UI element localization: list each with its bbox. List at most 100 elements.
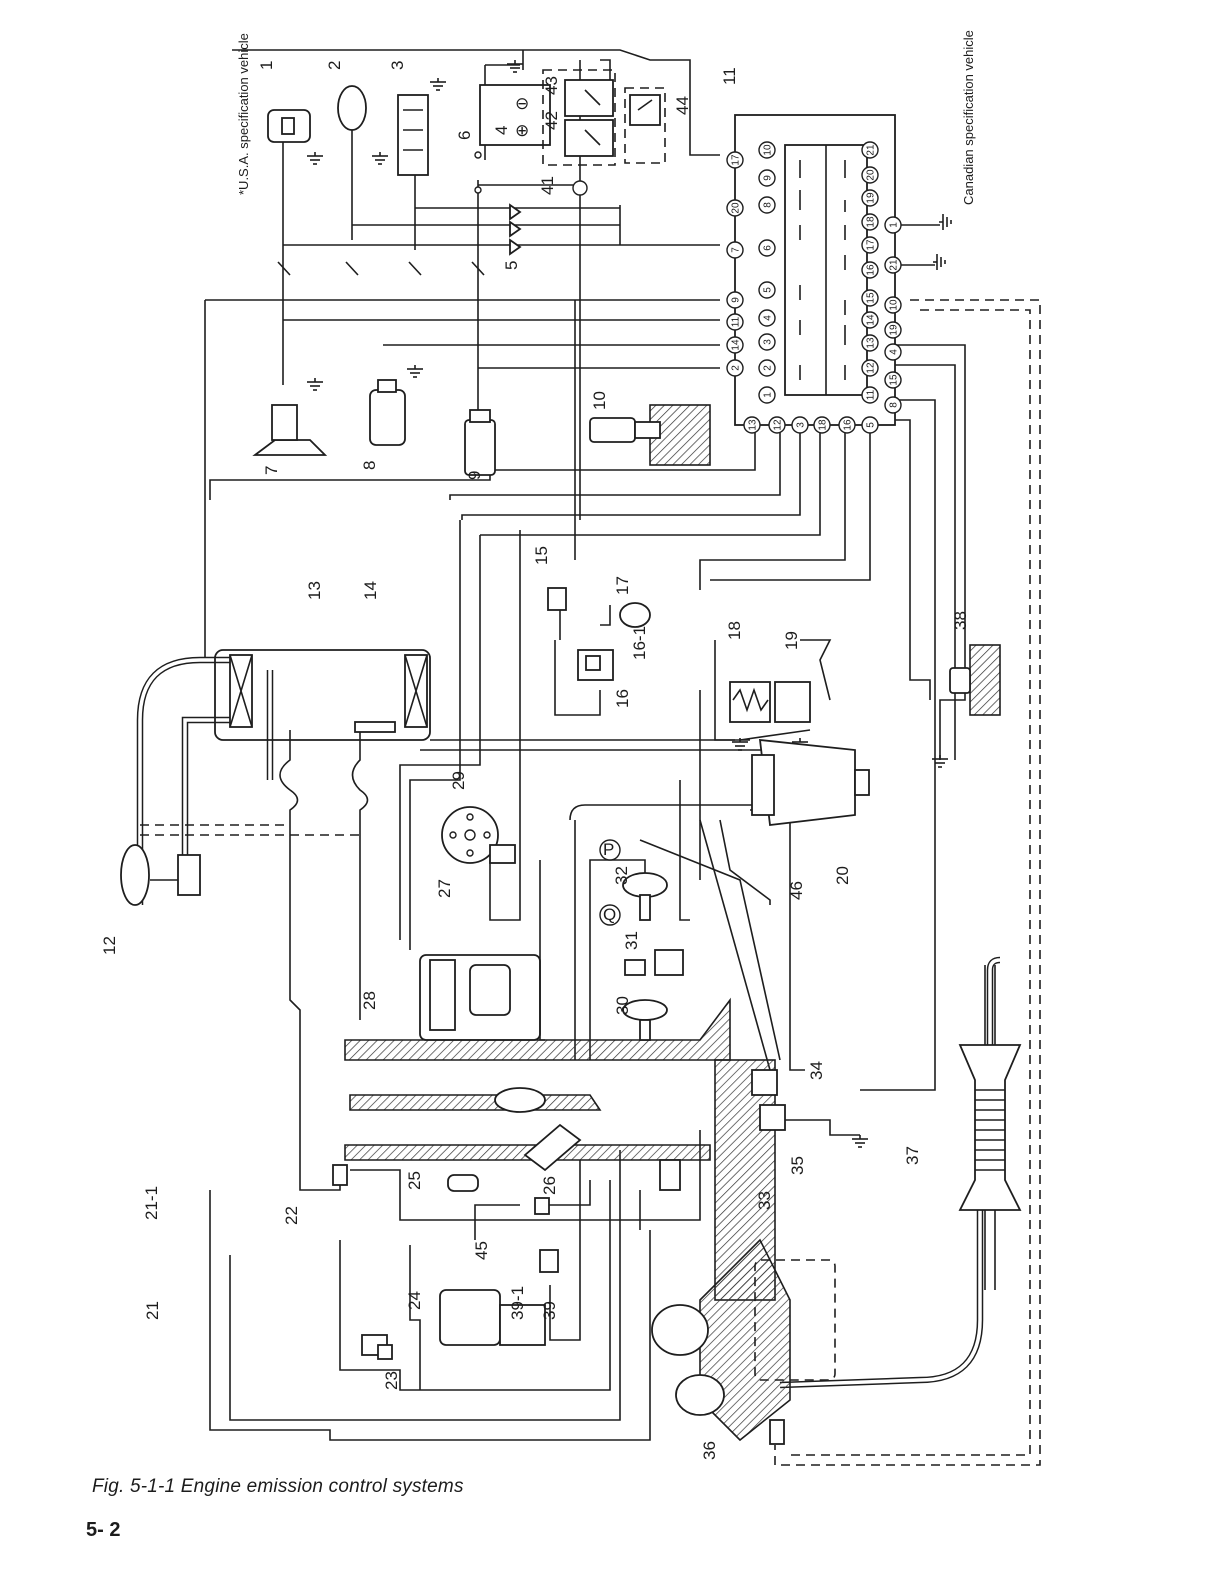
pin-ring [813, 416, 831, 434]
callout-label: 12 [100, 936, 119, 955]
callout-1: 1 [257, 61, 276, 70]
pin-ring [861, 189, 879, 207]
pin-label: 17 [731, 154, 742, 166]
pin-ring [861, 166, 879, 184]
callout-8: 8 [360, 461, 379, 470]
callout-label: 39 [540, 1301, 559, 1320]
pin-label: 19 [889, 324, 900, 336]
pin-ring [726, 241, 744, 259]
callout-label: 32 [612, 866, 631, 885]
pin-label: 21 [889, 259, 900, 271]
callout-22: 22 [282, 1206, 301, 1225]
callout-label: 5 [502, 261, 521, 270]
connector-pin-20: 20 [726, 199, 744, 217]
pressure-port-symbol: P [603, 840, 614, 859]
connector-pin-18: 18 [861, 213, 879, 231]
callout-36: 36 [700, 1441, 719, 1460]
connector-pin-13: 13 [743, 416, 761, 434]
connector-pin-1: 1 [884, 216, 902, 234]
sensor-group-top [252, 60, 711, 476]
callout-label: 26 [540, 1176, 559, 1195]
connector-pin-8: 8 [758, 196, 776, 214]
callout-label: 37 [903, 1146, 922, 1165]
callout-39-1: 39-1 [508, 1286, 527, 1320]
callout-label: 13 [305, 581, 324, 600]
pin-ring [861, 141, 879, 159]
callout-20: 20 [833, 866, 852, 885]
pin-ring [726, 313, 744, 331]
pin-ring [768, 416, 786, 434]
pin-ring [884, 296, 902, 314]
pin-ring [861, 334, 879, 352]
component-38 [931, 644, 1001, 768]
pin-label: 12 [866, 362, 877, 374]
pin-ring [758, 386, 776, 404]
callout-label: 4 [492, 126, 511, 135]
callout-3: 3 [388, 61, 407, 70]
canada-spec-note: Canadian specification vehicle [961, 30, 976, 205]
callout-label: 22 [282, 1206, 301, 1225]
callout-label: 31 [622, 931, 641, 950]
callout-24: 24 [405, 1291, 424, 1310]
pin-label: 8 [889, 402, 900, 408]
callout-label: 30 [613, 996, 632, 1015]
pin-label: 18 [818, 419, 829, 431]
callout-25: 25 [405, 1171, 424, 1190]
callout-label: 34 [807, 1061, 826, 1080]
pin-ring [861, 386, 879, 404]
callout-label: 6 [455, 131, 474, 140]
pin-ring [758, 196, 776, 214]
callout-15: 15 [532, 546, 551, 565]
callout-label: 42 [542, 111, 561, 130]
pin-label: 3 [763, 339, 774, 345]
connector-pin-12: 12 [861, 359, 879, 377]
pin-label: 13 [866, 337, 877, 349]
callout-label: 19 [782, 631, 801, 650]
callout-38: 38 [951, 611, 970, 630]
pin-label: 7 [731, 247, 742, 253]
pin-label: 16 [866, 264, 877, 276]
callout-label: 35 [788, 1156, 807, 1175]
callout-16-1: 16-1 [630, 626, 649, 660]
canadian-spec-return-line [774, 299, 1041, 1466]
callout-11: 11 [720, 67, 739, 85]
connector-pin-19: 19 [884, 321, 902, 339]
callout-label: 15 [532, 546, 551, 565]
callout-5: 5 [502, 261, 521, 270]
callout-label: 36 [700, 1441, 719, 1460]
pin-label: 5 [866, 422, 877, 428]
canada-spec-note-text: Canadian specification vehicle [961, 30, 976, 205]
pin-label: 21 [866, 144, 877, 156]
connector-pin-9: 9 [758, 169, 776, 187]
connector-pin-15: 15 [884, 371, 902, 389]
callout-label: 21-1 [142, 1186, 161, 1220]
pin-label: 5 [763, 287, 774, 293]
callout-44: 44 [673, 96, 692, 115]
callout-label: 14 [361, 581, 380, 600]
connector-pin-13: 13 [861, 334, 879, 352]
pin-ring [884, 321, 902, 339]
pin-ring [743, 416, 761, 434]
pin-ring [758, 281, 776, 299]
pin-ring [791, 416, 809, 434]
connector-pin-4: 4 [758, 309, 776, 327]
callout-label: 38 [951, 611, 970, 630]
callout-2: 2 [325, 61, 344, 70]
callout-label: 9 [465, 471, 484, 480]
connector-pin-10: 10 [884, 296, 902, 314]
callout-label: 23 [382, 1371, 401, 1390]
valve-group-15-17 [547, 587, 651, 681]
pin-ring [726, 336, 744, 354]
battery-negative-symbol: ⊖ [515, 94, 529, 113]
pin-label: 11 [731, 316, 742, 327]
wiring-harness [204, 49, 966, 1091]
pin-ring [726, 199, 744, 217]
pin-label: 15 [889, 374, 900, 386]
pin-ring [758, 239, 776, 257]
pin-ring [884, 216, 902, 234]
connector-pin-8: 8 [884, 396, 902, 414]
pin-ring [838, 416, 856, 434]
connector-pin-7: 7 [726, 241, 744, 259]
callout-39: 39 [540, 1301, 559, 1320]
